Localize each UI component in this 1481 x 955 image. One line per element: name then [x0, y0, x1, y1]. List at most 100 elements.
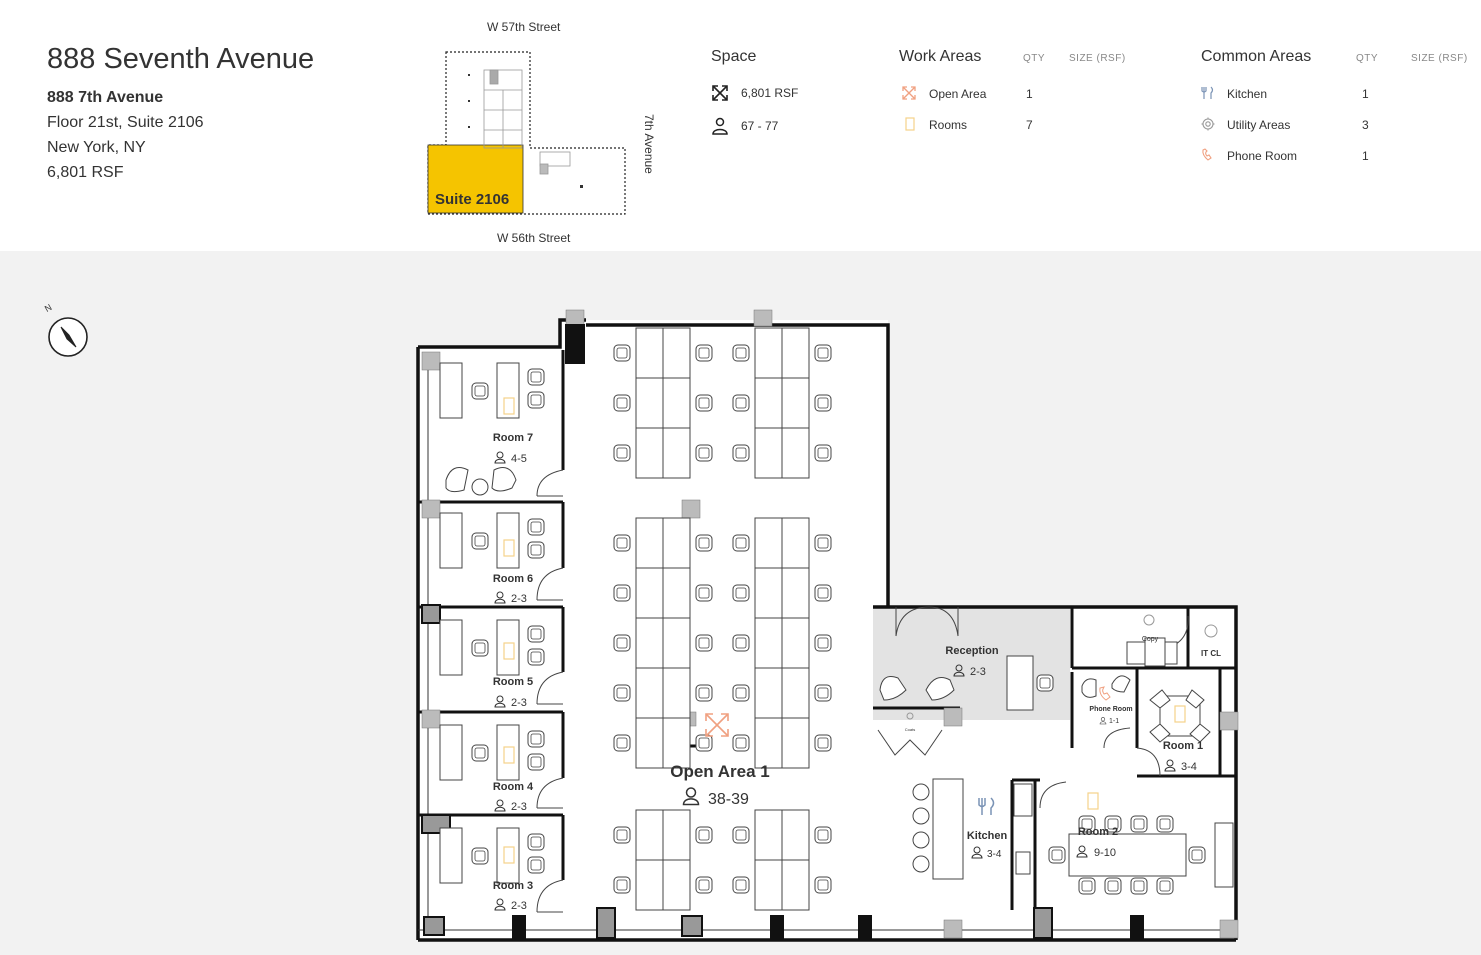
chair: [732, 684, 750, 702]
room-3-capacity: 2-3: [511, 900, 527, 912]
chair: [1104, 877, 1122, 895]
chair: [471, 847, 489, 865]
chair: [695, 826, 713, 844]
office-desk: [439, 512, 463, 569]
room-7-capacity: 4-5: [511, 453, 527, 465]
office-desk: [439, 619, 463, 676]
reception-label: Reception: [945, 645, 998, 657]
chair: [527, 625, 545, 643]
room-7-label: Room 7: [493, 432, 533, 444]
coats-label: Coats: [905, 727, 915, 732]
chair: [613, 444, 631, 462]
open-area-capacity: 38-39: [708, 791, 749, 808]
reception-capacity: 2-3: [970, 666, 986, 678]
chair: [732, 826, 750, 844]
phone-icon: [1202, 148, 1212, 161]
phone-room-label: Phone Room: [1089, 706, 1132, 713]
chair: [527, 368, 545, 386]
header: 888 Seventh Avenue 888 7th Avenue Floor …: [0, 0, 1481, 251]
chair: [471, 744, 489, 762]
chair: [1156, 877, 1174, 895]
chair: [695, 344, 713, 362]
chair: [527, 833, 545, 851]
chair: [1130, 877, 1148, 895]
work-row-qty-open-area: 1: [1026, 87, 1033, 101]
room-6-capacity: 2-3: [511, 593, 527, 605]
chair: [814, 394, 832, 412]
work-size-header: SIZE (RSF): [1069, 53, 1126, 64]
chair: [527, 648, 545, 666]
common-size-header: SIZE (RSF): [1411, 53, 1468, 64]
gear-icon: [1201, 117, 1215, 131]
chair: [695, 584, 713, 602]
chair: [613, 344, 631, 362]
address-line-4: 6,801 RSF: [47, 164, 124, 181]
common-row-qty-kitchen: 1: [1362, 87, 1369, 101]
chair: [732, 734, 750, 752]
space-size: 6,801 RSF: [741, 86, 799, 100]
chair: [527, 856, 545, 874]
chair: [732, 584, 750, 602]
chair: [732, 444, 750, 462]
chair: [732, 534, 750, 552]
copy-label: Copy: [1142, 636, 1159, 643]
chair: [695, 534, 713, 552]
chair: [471, 382, 489, 400]
chair: [527, 730, 545, 748]
work-row-qty-rooms: 7: [1026, 118, 1033, 132]
space-heading: Space: [711, 48, 757, 65]
chair: [1130, 815, 1148, 833]
building-title: 888 Seventh Avenue: [47, 43, 315, 75]
address-line-2: Floor 21st, Suite 2106: [47, 114, 204, 131]
kitchen-label: Kitchen: [967, 830, 1008, 842]
work-row-label-open-area: Open Area: [929, 87, 987, 101]
chair: [527, 753, 545, 771]
chair: [695, 444, 713, 462]
open-area-icon: [902, 86, 916, 100]
chair: [695, 634, 713, 652]
chair: [613, 584, 631, 602]
phone-room-capacity: 1-1: [1109, 718, 1119, 725]
common-row-qty-phone: 1: [1362, 149, 1369, 163]
common-areas-heading: Common Areas: [1201, 48, 1312, 65]
suite-highlight[interactable]: [427, 144, 524, 214]
chair: [1078, 877, 1096, 895]
chair: [814, 634, 832, 652]
chair: [814, 684, 832, 702]
common-qty-header: QTY: [1356, 53, 1379, 64]
room-1-label: Room 1: [1163, 740, 1203, 752]
room-4-capacity: 2-3: [511, 801, 527, 813]
person-icon: [712, 117, 728, 135]
chair: [613, 684, 631, 702]
office-desk: [439, 827, 463, 884]
office-desk: [439, 362, 463, 419]
common-row-label-kitchen: Kitchen: [1227, 87, 1268, 101]
chair: [695, 684, 713, 702]
chair: [471, 639, 489, 657]
chair: [695, 876, 713, 894]
chair: [1048, 846, 1066, 864]
open-area-label: Open Area 1: [670, 762, 770, 781]
chair: [814, 584, 832, 602]
street-bottom-label: W 56th Street: [497, 231, 571, 245]
expand-arrows-icon: [712, 85, 728, 101]
chair: [527, 541, 545, 559]
chair: [527, 391, 545, 409]
chair: [471, 532, 489, 550]
chair: [613, 826, 631, 844]
chair: [814, 444, 832, 462]
room-3-label: Room 3: [493, 880, 533, 892]
chair: [613, 734, 631, 752]
chair: [814, 826, 832, 844]
room-2-capacity: 9-10: [1094, 847, 1116, 859]
room-5-label: Room 5: [493, 676, 533, 688]
room-1-capacity: 3-4: [1181, 761, 1197, 773]
chair: [814, 734, 832, 752]
chair: [613, 534, 631, 552]
chair: [613, 394, 631, 412]
chair: [732, 876, 750, 894]
suite-label: Suite 2106: [435, 191, 509, 208]
room-icon: [905, 117, 915, 131]
room-6-label: Room 6: [493, 573, 533, 585]
